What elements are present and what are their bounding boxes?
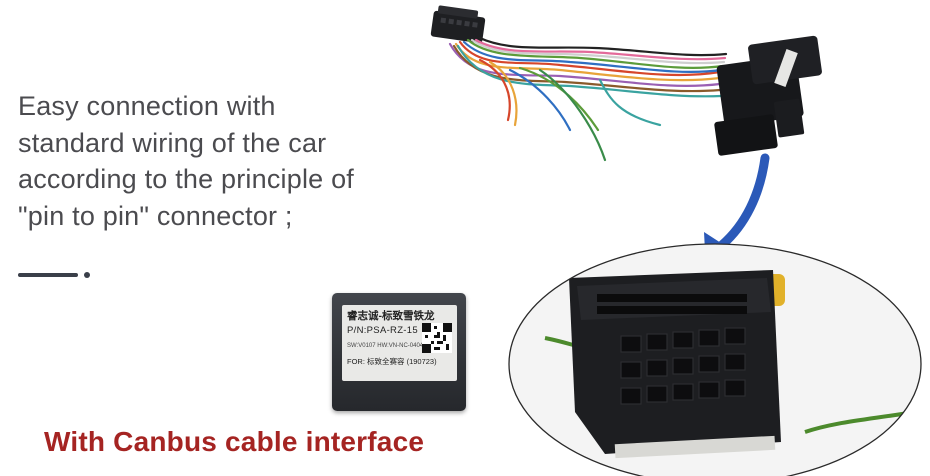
divider-dot: [84, 272, 90, 278]
qr-code-icon: [422, 323, 452, 353]
main-connector: [714, 35, 822, 156]
canbus-model: FOR: 标致全赛容 (190723): [347, 357, 437, 366]
small-connector: [430, 5, 486, 44]
feature-description: Easy connection with standard wiring of …: [18, 88, 438, 234]
canbus-version: SW:V0107 HW:VN-NC-0404: [347, 343, 424, 349]
canbus-label: 睿志诚-标致雪铁龙 P/N:PSA-RZ-15 SW:V0107 HW:VN-N…: [342, 305, 457, 381]
headline-line-3: according to the principle of: [18, 164, 354, 194]
connector-closeup-image: [508, 243, 922, 476]
canbus-part-number: P/N:PSA-RZ-15: [347, 325, 418, 336]
headline-line-1: Easy connection with: [18, 91, 276, 121]
wire-bundle: [448, 36, 728, 162]
headline-line-2: standard wiring of the car: [18, 127, 327, 158]
divider-dash: [18, 273, 78, 277]
canbus-box: 睿志诚-标致雪铁龙 P/N:PSA-RZ-15 SW:V0107 HW:VN-N…: [332, 293, 466, 411]
headline-line-4: "pin to pin" connector ;: [18, 200, 293, 231]
caption: With Canbus cable interface: [44, 426, 425, 457]
canbus-brand: 睿志诚-标致雪铁龙: [347, 310, 435, 322]
wiring-harness-image: [430, 5, 822, 162]
